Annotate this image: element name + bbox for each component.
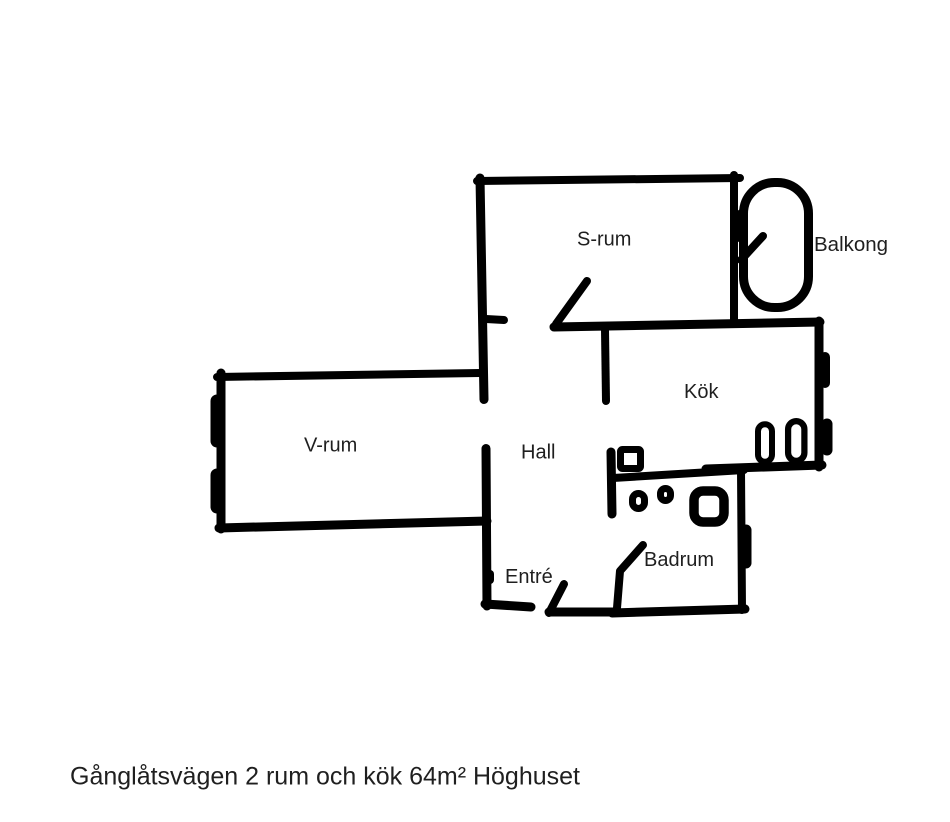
svg-text:Badrum: Badrum xyxy=(644,549,714,571)
svg-text:Entré: Entré xyxy=(505,566,553,588)
svg-text:Hall: Hall xyxy=(521,442,555,464)
svg-text:Balkong: Balkong xyxy=(814,233,888,256)
svg-text:V-rum: V-rum xyxy=(304,434,357,456)
svg-text:S-rum: S-rum xyxy=(577,229,631,251)
svg-text:Gånglåtsvägen 2 rum och kök 64: Gånglåtsvägen 2 rum och kök 64m² Höghuse… xyxy=(70,763,580,791)
svg-text:Kök: Kök xyxy=(684,381,719,403)
